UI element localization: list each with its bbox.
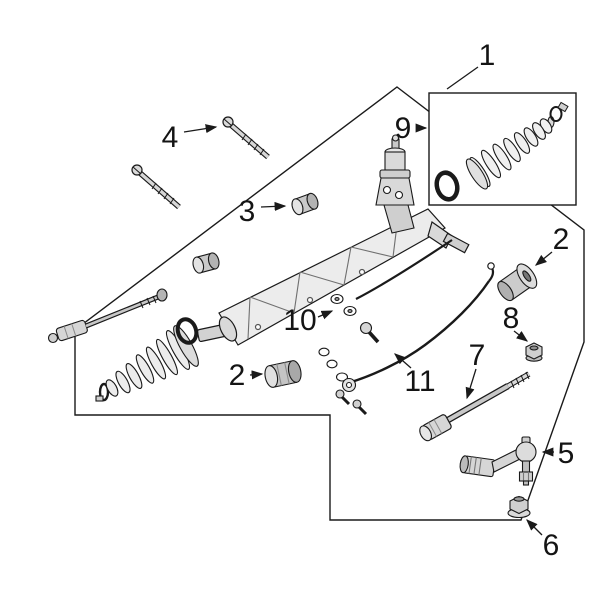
boot-kit-inset-9 (428, 92, 577, 206)
callout-3[interactable]: 3 (239, 195, 256, 228)
callout-4[interactable]: 4 (162, 121, 179, 154)
callout-6[interactable]: 6 (543, 529, 560, 562)
nut-8 (525, 342, 543, 362)
bolt-4 (131, 116, 270, 210)
leader-8 (513, 330, 529, 342)
callout-10[interactable]: 10 (283, 304, 316, 337)
diagram-boundary (74, 86, 585, 521)
leader-4 (183, 124, 218, 134)
leader-7 (465, 368, 477, 400)
inner-tie-rod-7 (419, 371, 531, 442)
callout-1[interactable]: 1 (479, 39, 496, 72)
bushing-2-right (497, 263, 538, 302)
callout-9[interactable]: 9 (395, 112, 412, 145)
callout-7[interactable]: 7 (469, 339, 486, 372)
outer-tie-rod-end-5 (459, 436, 537, 486)
transfer-lines-11 (347, 239, 495, 385)
o-ring (175, 317, 199, 345)
leader-2-left (249, 370, 264, 380)
leader-1 (446, 66, 479, 90)
steering-gear-housing (196, 208, 470, 346)
bushing-3 (192, 192, 319, 274)
valve-body (375, 134, 415, 234)
callout-11[interactable]: 11 (404, 365, 435, 398)
bushing-2-left (264, 360, 302, 388)
bellows-boot (95, 325, 199, 402)
callout-2-left[interactable]: 2 (229, 359, 246, 392)
washers-fittings-10 (318, 293, 380, 416)
leader-2-right (534, 251, 553, 266)
callout-5[interactable]: 5 (558, 437, 575, 470)
leader-11 (394, 353, 412, 369)
inner-tie-rod-left (47, 288, 168, 344)
leader-10 (317, 310, 334, 320)
nut-6 (507, 495, 531, 519)
callout-8[interactable]: 8 (503, 302, 520, 335)
leader-lines (183, 66, 554, 536)
leader-6 (526, 519, 543, 536)
leader-3 (260, 201, 287, 211)
callout-2-right[interactable]: 2 (553, 223, 570, 256)
